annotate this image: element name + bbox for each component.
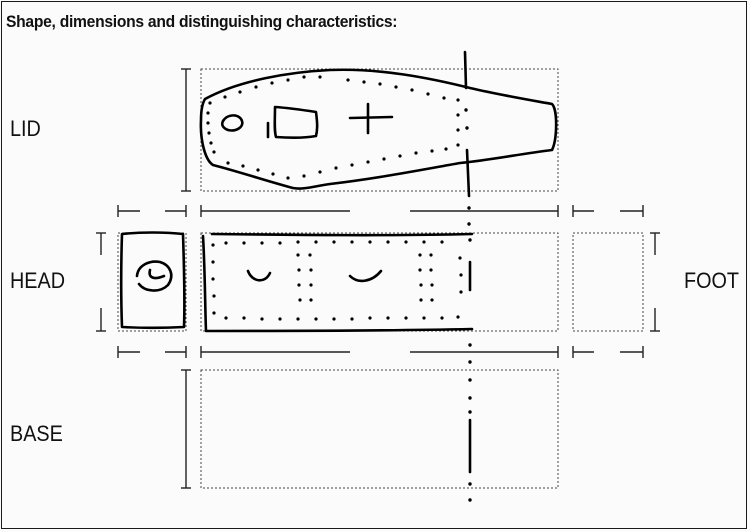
head-height-dimension <box>96 232 106 332</box>
foot-width-dimension-top <box>572 205 644 217</box>
head-end-box <box>117 232 187 332</box>
break-line-dots <box>464 108 472 502</box>
head-width-dimension-top <box>117 205 187 217</box>
foot-label: FOOT <box>684 268 739 293</box>
lid-label: LID <box>10 116 41 141</box>
foot-end-box <box>572 232 644 332</box>
lid-dot-pattern <box>206 75 460 180</box>
base-label: BASE <box>10 421 63 446</box>
side-length-dimension-bottom <box>200 346 559 358</box>
foot-height-dimension <box>650 232 660 332</box>
lid-sketch <box>199 68 558 190</box>
base-box <box>200 369 559 489</box>
lid-height-dimension <box>181 68 191 192</box>
head-side-sketch <box>119 231 474 333</box>
head-side-dot-pattern <box>211 240 463 321</box>
break-line <box>463 50 472 474</box>
head-side-box <box>200 232 559 332</box>
base-height-dimension <box>181 369 191 489</box>
head-width-dimension-bottom <box>117 346 187 358</box>
side-length-dimension-top <box>200 205 559 217</box>
foot-width-dimension-bottom <box>572 346 644 358</box>
section-title: Shape, dimensions and distinguishing cha… <box>6 12 398 31</box>
head-label: HEAD <box>10 268 66 293</box>
